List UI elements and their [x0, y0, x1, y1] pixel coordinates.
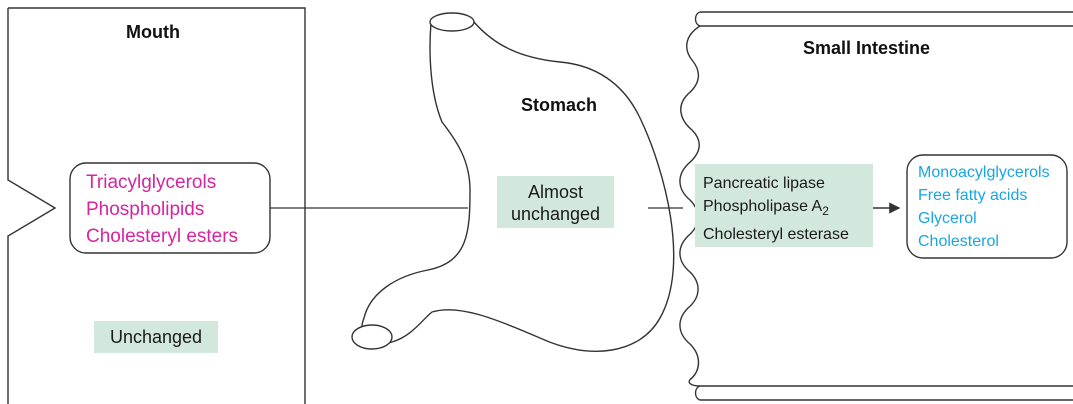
lipid-item: Triacylglycerols	[86, 169, 238, 196]
mouth-status-badge: Unchanged	[94, 321, 218, 353]
product-item: Monoacylglycerols	[918, 161, 1050, 184]
product-list: Monoacylglycerols Free fatty acids Glyce…	[918, 161, 1050, 253]
enzyme-item: Phospholipase A2	[703, 195, 873, 223]
small-intestine-heading: Small Intestine	[803, 38, 930, 59]
enzyme-box: Pancreatic lipase Phospholipase A2 Chole…	[695, 164, 873, 247]
product-item: Free fatty acids	[918, 184, 1050, 207]
lipid-item: Phospholipids	[86, 196, 238, 223]
lipid-item: Cholesteryl esters	[86, 223, 238, 250]
enzyme-subscript: 2	[822, 204, 829, 218]
stomach-heading: Stomach	[521, 95, 597, 116]
mouth-heading: Mouth	[126, 22, 180, 43]
product-item: Cholesterol	[918, 230, 1050, 253]
enzyme-name: Phospholipase A	[703, 198, 822, 215]
stomach-status-line: unchanged	[497, 203, 614, 225]
stomach-status-badge: Almost unchanged	[497, 176, 614, 228]
lipid-list: Triacylglycerols Phospholipids Cholester…	[86, 169, 238, 250]
enzyme-item: Cholesteryl esterase	[703, 223, 873, 246]
enzyme-item: Pancreatic lipase	[703, 172, 873, 195]
product-item: Glycerol	[918, 207, 1050, 230]
stomach-status-line: Almost	[497, 181, 614, 203]
